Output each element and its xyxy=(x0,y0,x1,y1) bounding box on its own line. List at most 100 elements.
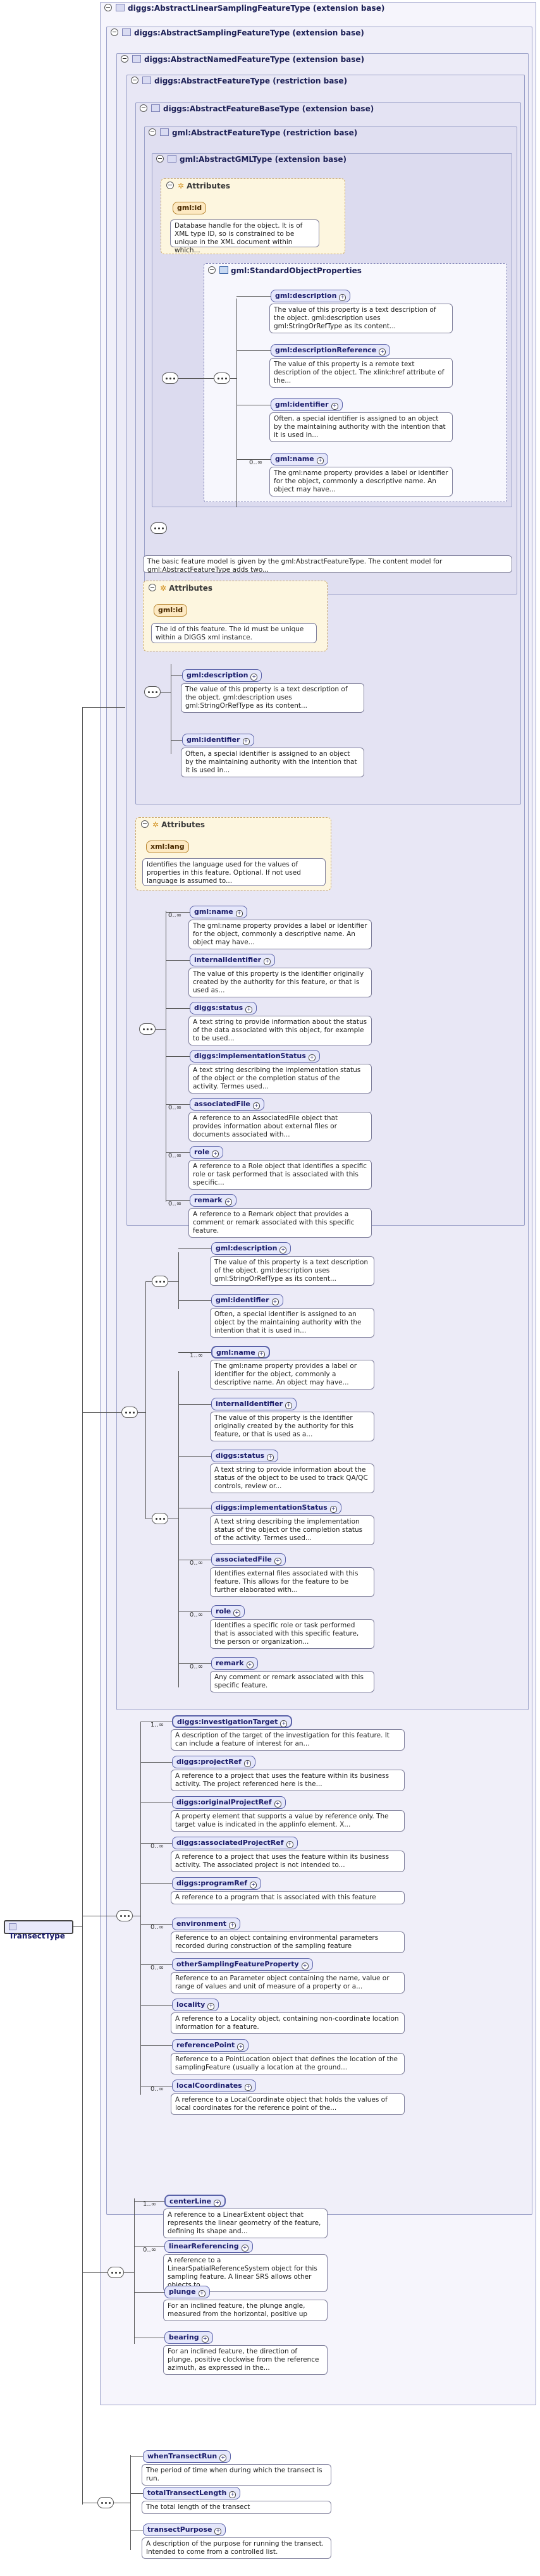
element-remark[interactable]: remark+ xyxy=(211,1657,258,1670)
expand-icon[interactable]: + xyxy=(229,2491,236,2498)
element-internalidentifier[interactable]: internalIdentifier+ xyxy=(211,1398,297,1410)
expand-icon[interactable]: + xyxy=(241,2245,249,2252)
collapse-icon[interactable] xyxy=(141,820,149,828)
expand-icon[interactable]: + xyxy=(329,1506,337,1513)
expand-icon[interactable]: + xyxy=(267,1454,274,1461)
element-gml-description[interactable]: gml:description+ xyxy=(271,290,351,302)
element-description: The gml:name property provides a label o… xyxy=(188,920,372,949)
element-diggs-originalprojectref[interactable]: diggs:originalProjectRef+ xyxy=(172,1796,286,1809)
expand-icon[interactable]: + xyxy=(242,738,250,745)
element-gml-description[interactable]: gml:description+ xyxy=(182,669,262,682)
expand-icon[interactable]: + xyxy=(229,1922,236,1929)
attribute-label: gml:id xyxy=(177,204,202,212)
expand-icon[interactable]: + xyxy=(264,958,271,965)
element-gml-description[interactable]: gml:description+ xyxy=(211,1242,291,1255)
element-diggs-investigationtarget[interactable]: diggs:investigationTarget+ xyxy=(172,1715,293,1728)
expand-icon[interactable]: + xyxy=(379,348,386,355)
collapse-icon[interactable] xyxy=(208,266,216,274)
collapse-icon[interactable] xyxy=(140,104,147,112)
element-diggs-status[interactable]: diggs:status+ xyxy=(190,1002,257,1014)
expand-icon[interactable]: + xyxy=(201,2336,209,2343)
collapse-icon[interactable] xyxy=(121,55,128,63)
element-referencepoint[interactable]: referencePoint+ xyxy=(172,2039,249,2052)
element-gml-descriptionreference[interactable]: gml:descriptionReference+ xyxy=(271,344,391,357)
expand-icon[interactable]: + xyxy=(280,1720,288,1727)
element-othersamplingfeatureproperty[interactable]: otherSamplingFeatureProperty+ xyxy=(172,1958,313,1971)
expand-icon[interactable]: + xyxy=(257,1351,265,1358)
expand-icon[interactable]: + xyxy=(246,1661,254,1668)
collapse-icon[interactable] xyxy=(104,4,112,11)
element-description: Any comment or remark associated with th… xyxy=(210,1671,374,1692)
collapse-icon[interactable] xyxy=(149,584,156,591)
element-gml-identifier[interactable]: gml:identifier+ xyxy=(271,398,343,411)
element-localcoordinates[interactable]: localCoordinates+ xyxy=(172,2080,256,2092)
element-totaltransectlength[interactable]: totalTransectLength+ xyxy=(143,2487,241,2499)
attribute-label: xml:lang xyxy=(150,842,185,851)
element-gml-name[interactable]: gml:name+ xyxy=(190,906,247,918)
expand-icon[interactable]: + xyxy=(214,2200,221,2207)
element-diggs-implementationstatus[interactable]: diggs:implementationStatus+ xyxy=(190,1050,320,1063)
collapse-icon[interactable] xyxy=(156,155,164,163)
expand-icon[interactable]: + xyxy=(274,1558,281,1565)
element-associatedfile[interactable]: associatedFile+ xyxy=(190,1098,264,1111)
element-gml-name[interactable]: gml:name+ xyxy=(211,1346,270,1359)
element-locality[interactable]: locality+ xyxy=(172,1999,219,2011)
element-internalidentifier[interactable]: internalIdentifier+ xyxy=(190,954,276,966)
element-diggs-implementationstatus[interactable]: diggs:implementationStatus+ xyxy=(211,1501,341,1514)
element-gml-identifier[interactable]: gml:identifier+ xyxy=(182,734,254,746)
expand-icon[interactable]: + xyxy=(233,1610,241,1617)
collapse-icon[interactable] xyxy=(131,77,138,84)
expand-icon[interactable]: + xyxy=(250,674,258,681)
expand-icon[interactable]: + xyxy=(237,2043,245,2050)
element-diggs-status[interactable]: diggs:status+ xyxy=(211,1450,279,1462)
expand-icon[interactable]: + xyxy=(316,457,324,464)
expand-icon[interactable]: + xyxy=(285,1402,293,1409)
root-element-transect-type[interactable]: TransectType xyxy=(4,1920,73,1940)
expand-icon[interactable]: + xyxy=(279,1247,287,1254)
collapse-icon[interactable] xyxy=(149,128,156,136)
expand-icon[interactable]: + xyxy=(301,1963,309,1969)
element-plunge[interactable]: plunge+ xyxy=(164,2286,210,2298)
element-remark[interactable]: remark+ xyxy=(190,1194,236,1207)
element-diggs-associatedprojectref[interactable]: diggs:associatedProjectRef+ xyxy=(172,1837,298,1849)
element-diggs-projectref[interactable]: diggs:projectRef+ xyxy=(172,1756,255,1768)
element-role[interactable]: role+ xyxy=(211,1605,245,1618)
element-whentransectrun[interactable]: whenTransectRun+ xyxy=(143,2450,231,2463)
expand-icon[interactable]: + xyxy=(286,1841,293,1848)
expand-icon[interactable]: + xyxy=(243,1760,251,1767)
expand-icon[interactable]: + xyxy=(198,2290,206,2297)
attribute-gml-id[interactable]: gml:id xyxy=(173,202,207,214)
expand-icon[interactable]: + xyxy=(252,1102,260,1109)
attribute-gml-id[interactable]: gml:id xyxy=(154,604,188,617)
attribute-xml-lang[interactable]: xml:lang xyxy=(146,841,189,853)
expand-icon[interactable]: + xyxy=(214,2528,222,2535)
element-label: diggs:implementationStatus xyxy=(194,1052,306,1060)
element-transectpurpose[interactable]: transectPurpose+ xyxy=(143,2524,226,2536)
collapse-icon[interactable] xyxy=(111,28,118,36)
element-role[interactable]: role+ xyxy=(190,1146,224,1159)
expand-icon[interactable]: + xyxy=(271,1298,279,1305)
collapse-icon[interactable] xyxy=(166,182,174,189)
element-bearing[interactable]: bearing+ xyxy=(164,2331,213,2344)
element-gml-identifier[interactable]: gml:identifier+ xyxy=(211,1294,283,1307)
cardinality-label: 0..∞ xyxy=(150,1843,164,1850)
expand-icon[interactable]: + xyxy=(308,1054,316,1061)
expand-icon[interactable]: + xyxy=(219,2455,227,2462)
element-centerline[interactable]: centerLine+ xyxy=(164,2195,226,2207)
expand-icon[interactable]: + xyxy=(250,1882,257,1889)
expand-icon[interactable]: + xyxy=(224,1199,232,1205)
expand-icon[interactable]: + xyxy=(207,2003,215,2010)
expand-icon[interactable]: + xyxy=(244,2084,252,2091)
element-associatedfile[interactable]: associatedFile+ xyxy=(211,1553,286,1566)
expand-icon[interactable]: + xyxy=(245,1006,253,1013)
element-diggs-programref[interactable]: diggs:programRef+ xyxy=(172,1877,262,1890)
element-description: A reference to a LocalCoordinate object … xyxy=(171,2093,405,2115)
element-linearreferencing[interactable]: linearReferencing+ xyxy=(164,2240,253,2253)
element-environment[interactable]: environment+ xyxy=(172,1918,241,1930)
expand-icon[interactable]: + xyxy=(235,910,243,917)
expand-icon[interactable]: + xyxy=(274,1801,281,1808)
element-gml-name[interactable]: gml:name+ xyxy=(271,453,328,465)
expand-icon[interactable]: + xyxy=(212,1150,219,1157)
expand-icon[interactable]: + xyxy=(339,294,347,301)
expand-icon[interactable]: + xyxy=(331,403,338,410)
